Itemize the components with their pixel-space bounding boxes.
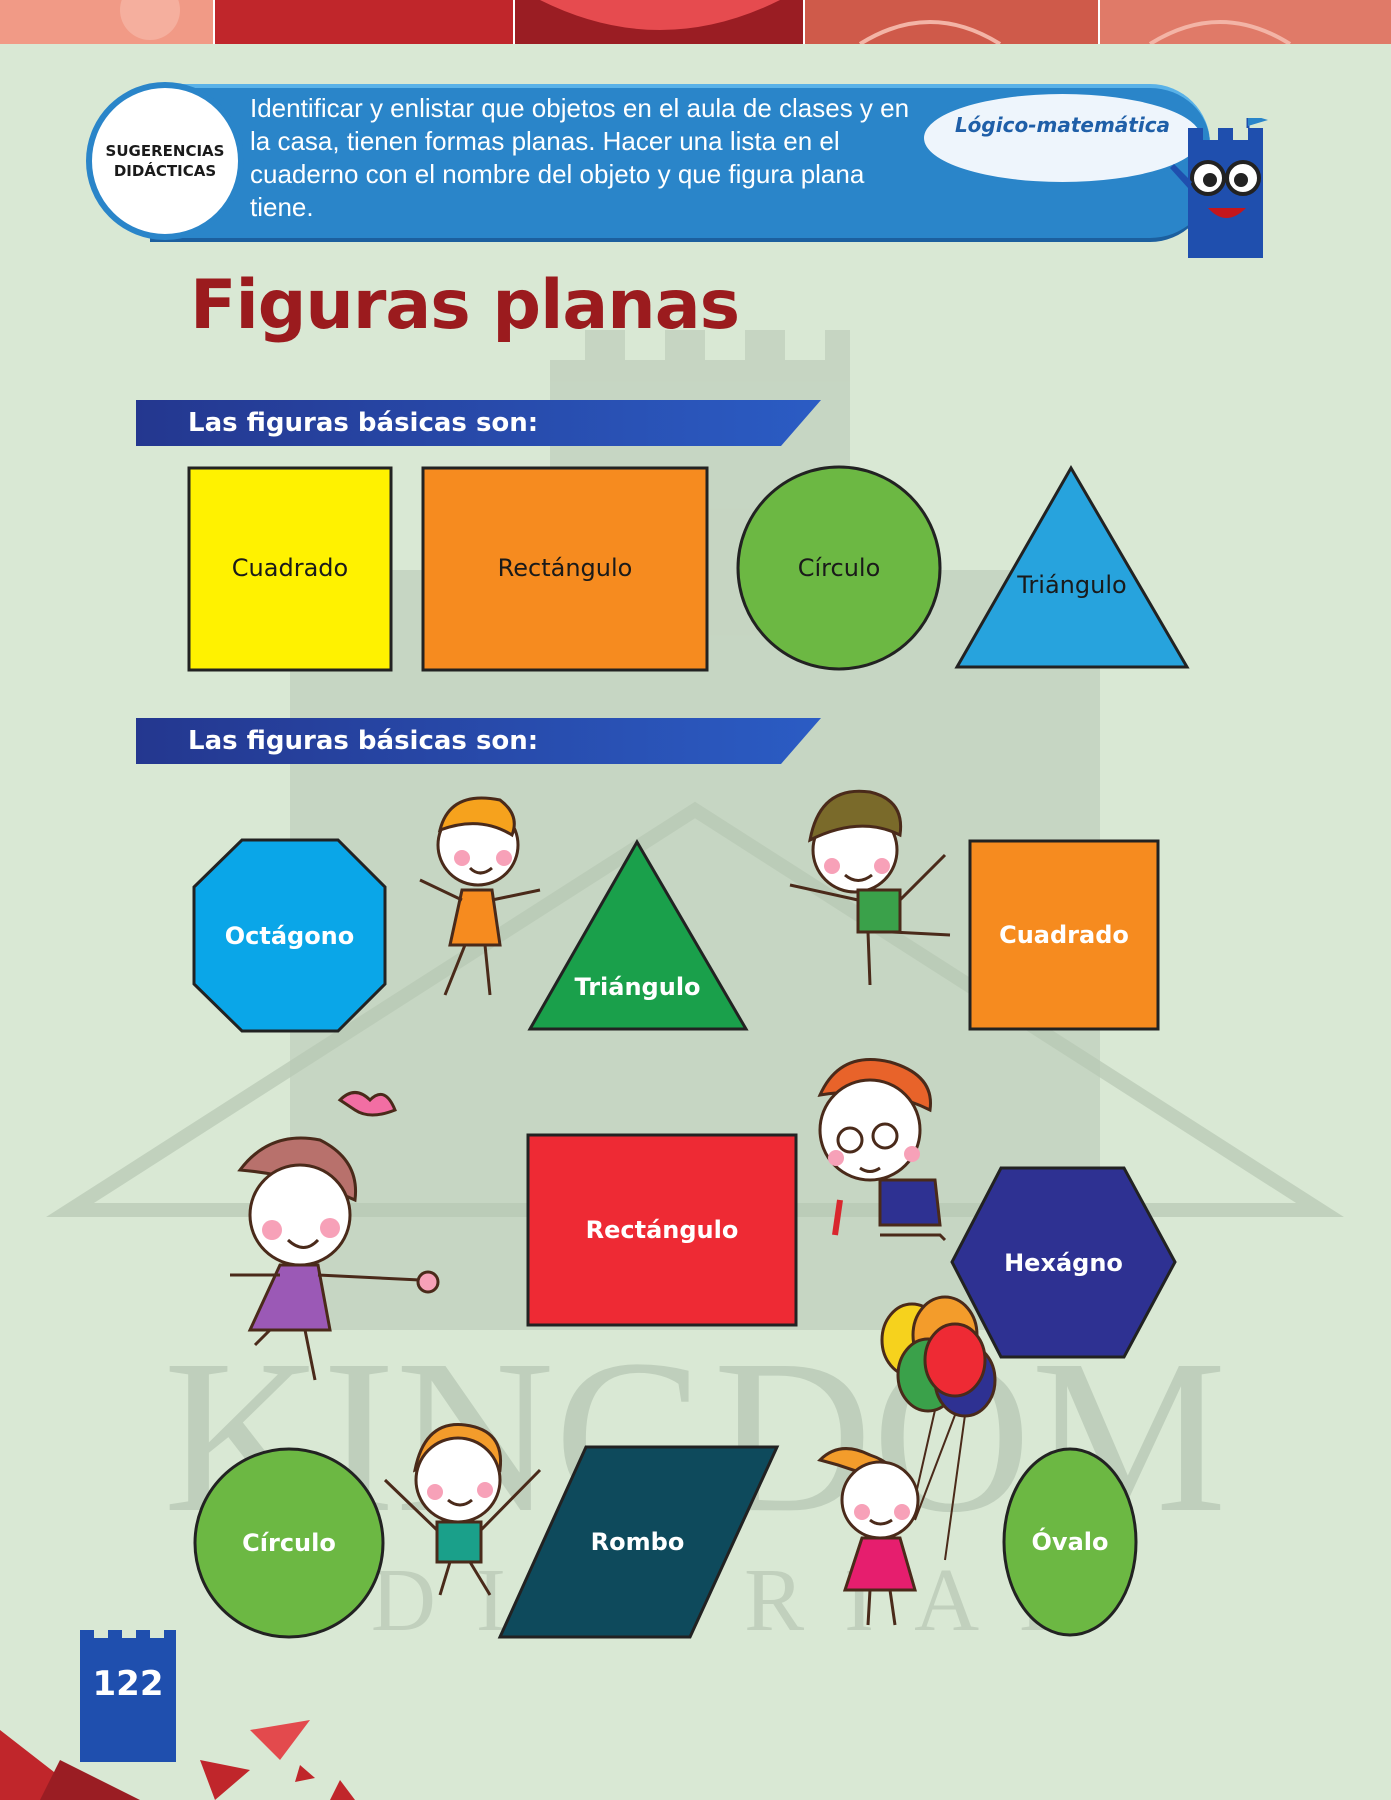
label-triangle: Triángulo xyxy=(1017,571,1127,599)
suggestions-badge: SUGERENCIAS DIDÁCTICAS xyxy=(86,82,244,240)
label-square: Cuadrado xyxy=(231,554,349,582)
castle-mascot-icon xyxy=(1170,118,1268,258)
section-ribbon-2 xyxy=(136,718,821,764)
page-number-castle-icon xyxy=(80,1630,176,1762)
area-label: Lógico-matemática xyxy=(954,113,1171,137)
page-number: 122 xyxy=(92,1664,164,1704)
suggestions-badge-label: SUGERENCIAS DIDÁCTICAS xyxy=(105,142,225,180)
shape-rectangle xyxy=(421,466,709,672)
basic-shapes-row xyxy=(187,465,1190,672)
label-square-orange: Cuadrado xyxy=(999,921,1129,949)
area-pill: Lógico-matemática xyxy=(920,90,1205,186)
kid-boy-green xyxy=(789,789,951,986)
shape-square xyxy=(187,466,393,672)
label-circle: Círculo xyxy=(797,554,881,582)
shape-oval xyxy=(1002,1447,1138,1637)
label-rectangle: Rectángulo xyxy=(497,554,633,582)
section-heading-2: Las figuras básicas son: xyxy=(188,726,539,756)
shapes-and-kids-illustration xyxy=(192,789,1177,1639)
label-rhombus: Rombo xyxy=(590,1528,685,1556)
top-decorative-band xyxy=(0,0,1391,44)
section-heading-1: Las figuras básicas son: xyxy=(188,408,539,438)
shape-rectangle-red xyxy=(526,1133,798,1327)
label-rectangle-red: Rectángulo xyxy=(585,1216,739,1244)
shape-triangle-green xyxy=(527,839,749,1031)
label-octagon: Octágono xyxy=(224,921,355,950)
kid-girl-purple xyxy=(230,1091,440,1381)
suggestions-text: Identificar y enlistar que objetos en el… xyxy=(250,93,910,222)
label-circle-green: Círculo xyxy=(242,1529,336,1557)
label-oval: Óvalo xyxy=(1031,1528,1109,1556)
shape-rhombus xyxy=(497,1445,780,1639)
shape-octagon xyxy=(192,838,387,1033)
kid-girl-balloons xyxy=(817,1295,997,1626)
page-title: Figuras planas xyxy=(190,266,740,345)
kid-girl-orange xyxy=(419,796,541,996)
shape-hexagon xyxy=(950,1166,1177,1359)
shape-circle-green xyxy=(193,1447,385,1639)
shape-triangle xyxy=(954,465,1190,669)
shape-square-orange xyxy=(968,839,1160,1031)
label-triangle-green: Triángulo xyxy=(574,973,701,1001)
corner-decoration xyxy=(0,1720,355,1800)
kid-boy-teal xyxy=(383,1423,542,1596)
shape-circle xyxy=(736,465,942,671)
label-hexagon: Hexágno xyxy=(1004,1248,1123,1277)
kid-boy-glasses xyxy=(817,1057,947,1242)
section-ribbon-1 xyxy=(136,400,821,446)
